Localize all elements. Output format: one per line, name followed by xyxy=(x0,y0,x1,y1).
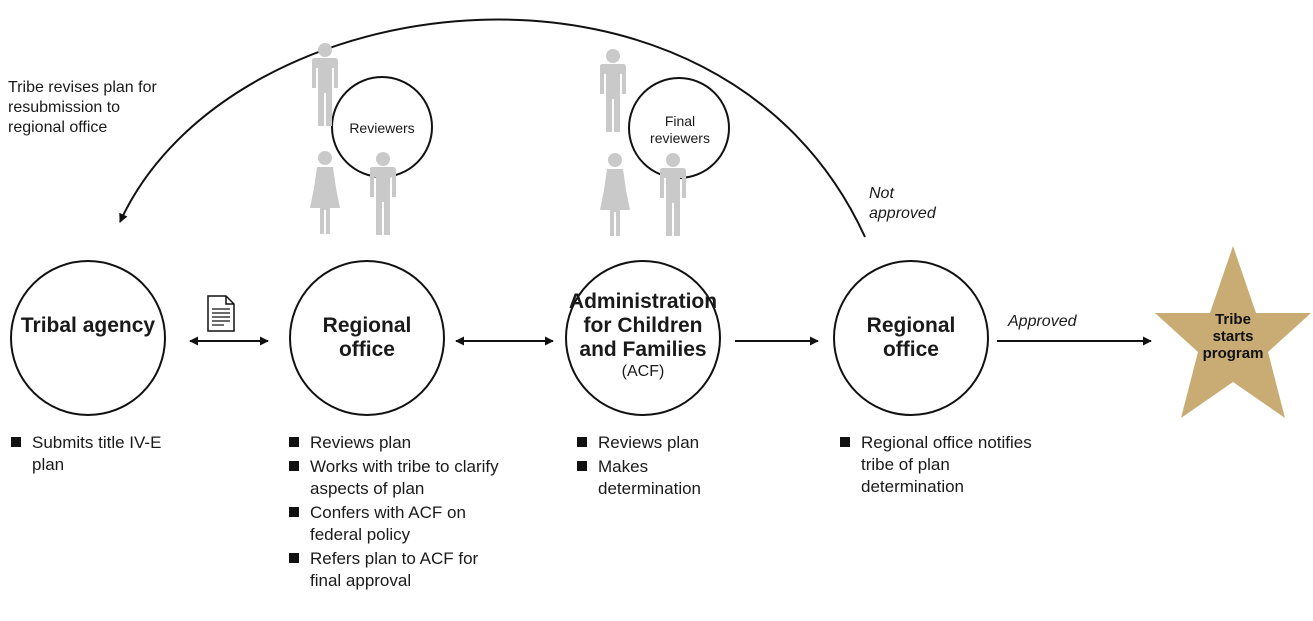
tribal-agency-steps: Submits title IV-E plan xyxy=(10,432,170,478)
list-item: Makes determination xyxy=(576,456,746,500)
star-label: Tribe starts program xyxy=(1202,311,1264,362)
not-approved-label: Not approved xyxy=(869,185,936,222)
reviewers-label: Reviewers xyxy=(349,120,415,136)
person-icon xyxy=(370,152,396,235)
list-item: Regional office notifies tribe of plan d… xyxy=(839,432,1054,498)
acf-title: Administration for Children and Families… xyxy=(563,290,723,382)
tribal-agency-title: Tribal agency xyxy=(20,314,156,337)
acf-steps: Reviews plan Makes determination xyxy=(576,432,746,502)
list-item: Reviews plan xyxy=(288,432,508,454)
tribal-agency-circle xyxy=(10,260,166,416)
person-icon xyxy=(600,153,630,236)
list-item: Confers with ACF on federal policy xyxy=(288,502,508,546)
regional-office-circle-2 xyxy=(833,260,989,416)
star-shape xyxy=(1155,246,1311,418)
acf-name: Administration for Children and Families xyxy=(568,290,718,361)
regional-office-2-steps: Regional office notifies tribe of plan d… xyxy=(839,432,1054,500)
final-reviewers-label: Final reviewers xyxy=(650,113,710,146)
regional-office-circle-1 xyxy=(289,260,445,416)
person-icon xyxy=(600,49,626,132)
approved-label: Approved xyxy=(1008,313,1077,330)
regional-office-steps: Reviews plan Works with tribe to clarify… xyxy=(288,432,508,594)
person-icon xyxy=(660,153,686,236)
list-item: Refers plan to ACF for final approval xyxy=(288,548,508,592)
regional-office-title-2: Regional office xyxy=(866,314,956,361)
acf-circle xyxy=(565,260,721,416)
resubmission-arc xyxy=(119,18,866,238)
acf-abbr: (ACF) xyxy=(621,363,665,380)
document-icon xyxy=(207,295,235,332)
person-icon xyxy=(310,151,340,234)
reviewers-people xyxy=(310,43,396,235)
list-item: Works with tribe to clarify aspects of p… xyxy=(288,456,508,500)
regional-office-title-1: Regional office xyxy=(322,314,412,361)
revise-label: Tribe revises plan for resubmission to r… xyxy=(8,79,157,136)
list-item: Reviews plan xyxy=(576,432,746,454)
list-item: Submits title IV-E plan xyxy=(10,432,170,476)
